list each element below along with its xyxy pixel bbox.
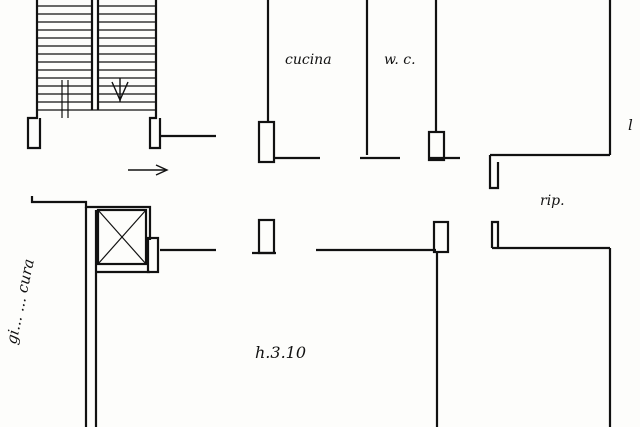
kitchen-label: cucina [285,52,332,68]
lift-cross-b [97,209,147,265]
stair-wall-right [148,0,162,150]
lift-block [30,196,216,427]
stairwell [26,0,162,150]
lift-pier [146,236,160,274]
cross-box-icon [96,208,148,266]
storage-jamb-top [488,155,500,190]
storage-label: rip. [540,193,565,209]
lower-pier-left [257,218,276,255]
stair-treads-left [37,5,92,103]
wc-pier-right [427,130,446,162]
stair-treads-right [98,5,156,103]
down-arrow-icon [111,78,129,102]
kitchen-wc-block [257,0,460,164]
wc-label: w. c. [384,52,416,68]
margin-note-left: gi... ... cura [2,257,38,346]
right-arrow-icon [128,164,169,176]
margin-note-right: l [628,116,633,134]
lower-partitions [252,218,450,427]
kitchen-pier-left [257,120,276,164]
storage-jamb-bottom [490,220,500,248]
right-rooms [488,0,612,427]
lower-pier-right [432,220,450,254]
corridor-wall-bottom-left [30,196,152,240]
stair-wall-left [26,0,42,150]
ceiling-height-label: h.3.10 [255,343,306,362]
